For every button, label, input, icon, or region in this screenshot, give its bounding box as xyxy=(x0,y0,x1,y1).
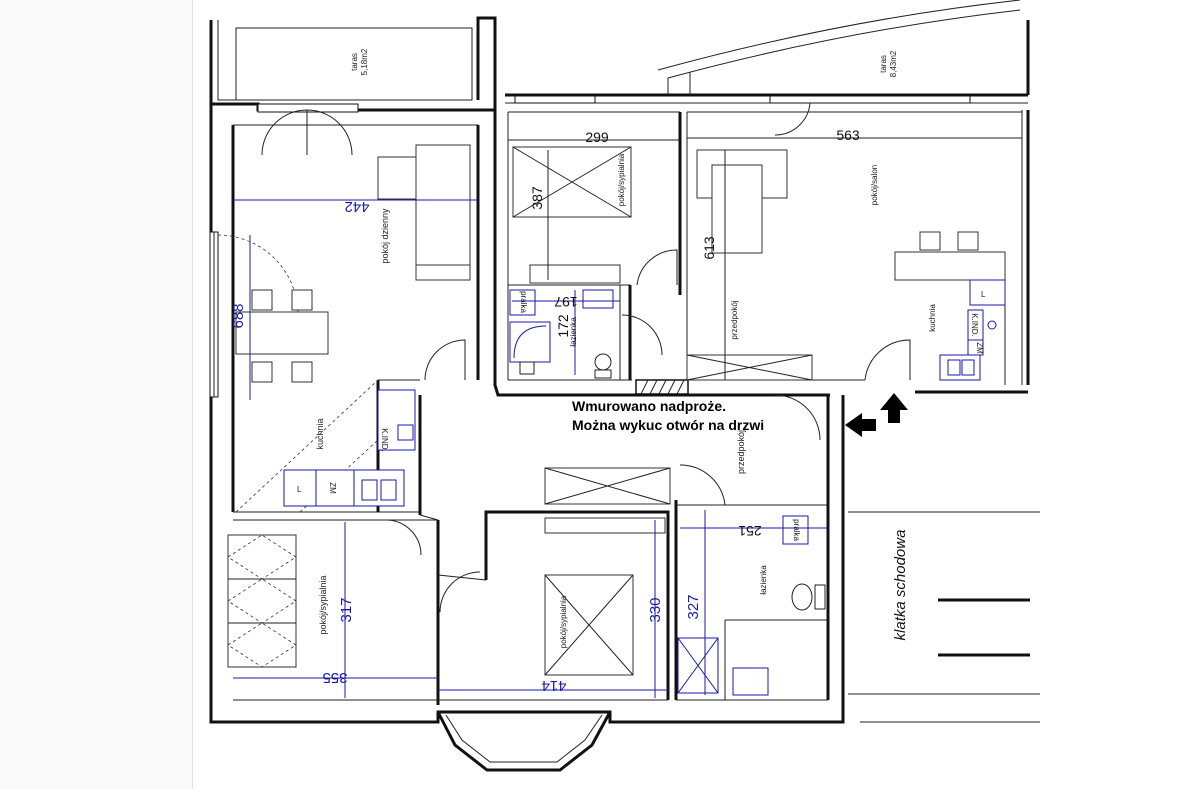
dimension-330: 330 xyxy=(647,597,664,622)
fixture-zm: ZM xyxy=(328,482,337,494)
fixture-pralka-bottom: pralka xyxy=(792,519,801,541)
terrace-left-name: taras xyxy=(350,53,359,71)
outer-walls xyxy=(209,16,1040,772)
room-label-przedpokoj-top: przedpokój xyxy=(730,300,739,339)
dimension-251: 251 xyxy=(738,523,762,539)
room-label-pokoj-sypialnia-bottom: pokój/sypialnia xyxy=(559,595,568,648)
terrace-right-area: 8,43m2 xyxy=(889,50,898,77)
dimension-613: 613 xyxy=(701,236,717,260)
room-label-kuchnia-right: kuchnia xyxy=(928,304,937,332)
bathroom-top-fixtures: pralka xyxy=(509,289,614,379)
windows xyxy=(209,95,971,398)
room-label-lazienka-bottom: łazienka xyxy=(759,565,768,595)
terrace-left-area: 5,18m2 xyxy=(360,48,369,75)
fixture-kind-right: K.IND. xyxy=(970,313,979,337)
living-room-furniture xyxy=(235,144,471,513)
dimension-355: 355 xyxy=(322,669,347,686)
kitchen-left: L ZM K.IND. xyxy=(283,389,416,507)
dimension-414: 414 xyxy=(541,677,566,694)
doors xyxy=(217,102,911,613)
dimension-327: 327 xyxy=(685,594,702,619)
kitchen-right: L K.IND. ZM xyxy=(939,279,1006,381)
note-line-1: Wmurowano nadproże. xyxy=(572,398,726,414)
bathroom-bottom-fixtures: pralka xyxy=(677,515,828,700)
viewer-left-margin xyxy=(0,0,193,789)
bedroom-bottom-furniture xyxy=(544,467,671,676)
dimension-317: 317 xyxy=(338,597,355,622)
room-label-przedpokoj-mid: przedpokój xyxy=(736,430,746,474)
dimension-172: 172 xyxy=(555,314,571,338)
dimension-197: 197 xyxy=(554,294,578,310)
dimension-387: 387 xyxy=(529,186,545,210)
arrow-left-icon xyxy=(845,413,876,437)
room-label-lazienka-top: łazienka xyxy=(569,317,578,347)
interior-walls xyxy=(231,111,1022,705)
terrace-right-name: taras xyxy=(879,55,888,73)
stairwell-label: klatka schodowa xyxy=(892,530,909,641)
room-label-pokoj-dzienny: pokój dzienny xyxy=(380,208,390,264)
dimension-299: 299 xyxy=(585,129,609,145)
room-label-pokoj-salon: pokój/salon xyxy=(870,165,879,205)
bedroom-top-furniture xyxy=(512,146,632,284)
fixture-zm-right: ZM xyxy=(975,342,984,354)
fixture-kind: K.IND. xyxy=(380,428,389,452)
dimension-442: 442 xyxy=(344,198,369,215)
terrace-right: taras 8,43m2 xyxy=(657,0,1021,95)
dimension-688: 688 xyxy=(230,303,247,328)
bedroom-left-furniture xyxy=(227,534,297,668)
salon-furniture xyxy=(686,149,1006,381)
room-label-kuchnia-left: kuchnia xyxy=(315,418,325,449)
stairwell: klatka schodowa xyxy=(892,530,1030,657)
fixture-l: L xyxy=(297,485,302,494)
dimension-lines xyxy=(233,137,1022,698)
fixture-pralka-top: pralka xyxy=(519,291,528,313)
note-line-2: Można wykuc otwór na drzwi xyxy=(572,417,764,433)
arrow-up-icon xyxy=(880,393,908,423)
fixture-l-right: L xyxy=(981,290,986,299)
dimension-563: 563 xyxy=(836,127,860,143)
terrace-left: taras 5,18m2 xyxy=(217,20,473,101)
room-label-pokoj-sypialnia-left: pokój/sypialnia xyxy=(318,575,328,634)
room-label-pokoj-sypialnia-top: pokój/sypialnia xyxy=(617,153,626,206)
